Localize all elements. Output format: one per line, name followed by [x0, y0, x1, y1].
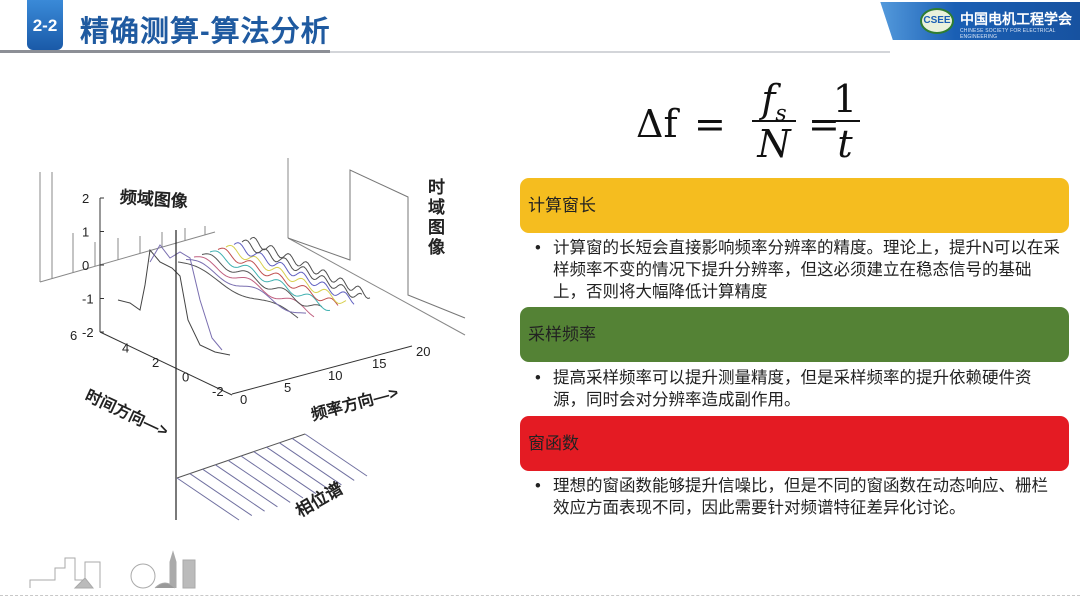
- freq-tick-label-2: 10: [328, 368, 342, 383]
- label-freq-domain: 频域图像: [119, 187, 189, 212]
- freq-tick-label-1: 5: [284, 380, 291, 395]
- label-time-domain: 时域图像: [428, 178, 445, 257]
- freq-axis: [231, 345, 413, 395]
- section-heading-sampling-rate: 采样频率: [520, 307, 1069, 362]
- section-text-window-function: 理想的窗函数能够提升信噪比，但是不同的窗函数在动态响应、栅栏效应方面表现不同，因…: [535, 475, 1060, 519]
- time-tick-label-4: -2: [212, 384, 224, 399]
- numerator-f: f: [761, 77, 776, 121]
- time-axis: [99, 331, 233, 396]
- wave-4: [209, 250, 331, 312]
- wave-5: [217, 247, 339, 306]
- phase-stem-10: [304, 433, 368, 477]
- phase-stem-8: [279, 442, 342, 486]
- numerator-1: 1: [832, 77, 858, 121]
- phase-stem-5: [240, 455, 304, 499]
- section-heading-window-function: 窗函数: [520, 416, 1069, 471]
- formula-equals-2: =: [808, 102, 840, 146]
- time-tick-label-1: 4: [122, 341, 129, 356]
- header-divider: [0, 50, 330, 53]
- phase-stem-2: [202, 468, 265, 512]
- logo-name-en: CHINESE SOCIETY FOR ELECTRICAL ENGINEERI…: [960, 28, 1056, 40]
- phase-stem-7: [266, 446, 329, 490]
- wave-8: [241, 239, 363, 298]
- city-skyline-decoration: [29, 550, 196, 589]
- logo-name-cn: 中国电机工程学会: [960, 11, 1072, 27]
- freq-tick-label-4: 20: [416, 344, 430, 359]
- wave-7: [233, 242, 355, 305]
- wave-9: [249, 236, 371, 300]
- stem-plot-baseline: [39, 231, 216, 283]
- phase-stem-1: [189, 473, 253, 517]
- denominator-n: N: [757, 122, 791, 166]
- wave-2: [193, 256, 315, 318]
- window-curve-1: [117, 248, 231, 356]
- footer-dashed-line: [0, 595, 1080, 596]
- denominator-t: t: [837, 122, 853, 166]
- phase-stem-6: [253, 451, 317, 495]
- section-heading-window-length: 计算窗长: [520, 178, 1069, 233]
- phase-stem-9: [291, 437, 355, 481]
- header-divider-light: [330, 51, 890, 53]
- z-tick-label-3: -1: [82, 292, 94, 307]
- section-text-window-length: 计算窗的长短会直接影响频率分辨率的精度。理论上，提升N可以在采样频率不变的情况下…: [535, 237, 1060, 303]
- window-curve-2: [149, 244, 223, 351]
- z-tick-label-2: 0: [82, 258, 89, 273]
- wave-3: [201, 253, 323, 308]
- formula-fraction-fs-n: fs N: [752, 77, 796, 166]
- time-tick-label-2: 2: [152, 355, 159, 370]
- time-pulse: [287, 169, 466, 319]
- formula-fraction-1-t: 1 t: [830, 77, 860, 166]
- section-text-sampling-rate: 提高采样频率可以提升测量精度，但是采样频率的提升依赖硬件资源，同时会对分辨率造成…: [535, 367, 1060, 411]
- formula-lhs: Δf: [636, 102, 678, 146]
- subscript-s: s: [775, 101, 787, 127]
- csee-logo-icon: CSEE: [920, 8, 954, 34]
- wave-1: [185, 259, 307, 314]
- logo-banner: [880, 2, 1080, 40]
- z-tick-label-4: -2: [82, 325, 94, 340]
- z-tick-label-0: 2: [82, 191, 89, 206]
- time-tick-label-0: 6: [70, 328, 77, 343]
- formula-equals: =: [694, 102, 726, 146]
- freq-tick-label-3: 15: [372, 356, 386, 371]
- page-title: 精确测算-算法分析: [80, 16, 331, 48]
- resolution-formula: Δf = fs N = 1 t: [632, 78, 872, 168]
- freq-tick-label-0: 0: [240, 392, 247, 407]
- section-number-badge: 2-2: [27, 0, 63, 50]
- wave-6: [225, 244, 347, 305]
- phase-stem-0: [176, 477, 240, 521]
- z-tick-label-1: 1: [82, 225, 89, 240]
- time-tick-label-3: 0: [182, 370, 189, 385]
- phase-stem-4: [227, 459, 291, 503]
- time-plot-baseline: [287, 237, 466, 336]
- wave-0: [177, 261, 299, 319]
- phase-stem-3: [215, 464, 278, 508]
